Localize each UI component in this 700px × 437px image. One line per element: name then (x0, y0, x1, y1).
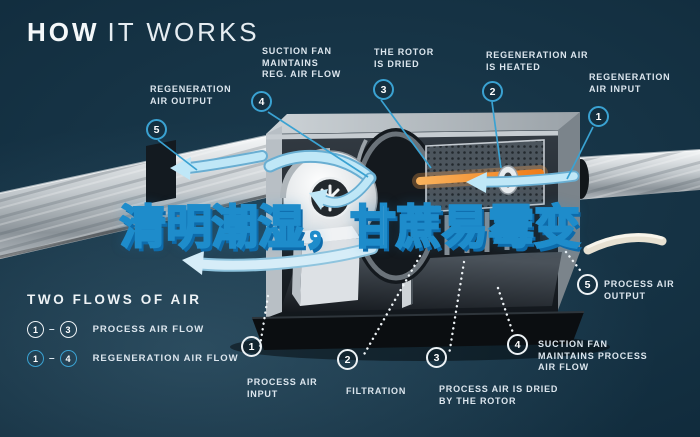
callout-badge-5-regeneration: 5 (146, 119, 167, 140)
callout-badge-2-process: 2 (337, 349, 358, 370)
machine-base (252, 312, 584, 350)
regeneration-input-duct (573, 149, 700, 200)
callout-badge-1-process: 1 (241, 336, 262, 357)
callout-label-suction-fan-process: SUCTION FAN MAINTAINS PROCESS AIR FLOW (538, 339, 648, 372)
callout-label-rotor-dried: THE ROTOR IS DRIED (374, 47, 435, 69)
heater-icon (412, 139, 548, 258)
callout-badge-1-regeneration: 1 (588, 106, 609, 127)
leader-lines (157, 99, 594, 360)
callout-label-regeneration-air-heated: REGENERATION AIR IS HEATED (486, 50, 589, 72)
legend-circle-from: 1 (27, 321, 44, 338)
callout-badge-4-regeneration: 4 (251, 91, 272, 112)
watermark-text: 清明潮湿，甘蔗易霉变 (119, 199, 581, 255)
callout-label-process-air-output: PROCESS AIR OUTPUT (604, 279, 675, 301)
legend-item-process-air-flow: 1 – 3 PROCESS AIR FLOW (27, 321, 239, 338)
title-bold: HOW (27, 17, 100, 47)
callout-label-process-air-input: PROCESS AIR INPUT (247, 377, 318, 399)
callout-badge-2-regeneration: 2 (482, 81, 503, 102)
legend-label-process: PROCESS AIR FLOW (92, 324, 205, 335)
callout-badge-4-process: 4 (507, 334, 528, 355)
title-light: IT WORKS (107, 17, 260, 47)
legend-dash: – (49, 353, 55, 364)
legend-circle-from: 1 (27, 350, 44, 367)
callout-label-filtration: FILTRATION (346, 386, 407, 396)
legend-dash: – (49, 324, 55, 335)
callout-label-suction-fan-reg: SUCTION FAN MAINTAINS REG. AIR FLOW (262, 46, 342, 79)
legend-heading: TWO FLOWS OF AIR (27, 292, 202, 307)
callout-badge-5-process: 5 (577, 274, 598, 295)
callout-label-regeneration-air-output: REGENERATION AIR OUTPUT (150, 84, 232, 106)
callout-badge-3-regeneration: 3 (373, 79, 394, 100)
process-output-elbow (583, 233, 667, 255)
callout-label-regeneration-air-input: REGENERATION AIR INPUT (589, 72, 671, 94)
legend-item-regeneration-air-flow: 1 – 4 REGENERATION AIR FLOW (27, 350, 239, 367)
legend-circle-to: 4 (59, 350, 77, 367)
callout-badge-3-process: 3 (426, 347, 447, 368)
machine-top-face (266, 112, 580, 134)
machine-right-wall (558, 112, 580, 310)
legend: TWO FLOWS OF AIR 1 – 3 PROCESS AIR FLOW … (27, 292, 239, 379)
legend-label-regeneration: REGENERATION AIR FLOW (92, 353, 239, 364)
legend-circle-to: 3 (59, 321, 77, 338)
callout-label-process-air-dried: PROCESS AIR IS DRIED BY THE ROTOR (439, 384, 559, 406)
